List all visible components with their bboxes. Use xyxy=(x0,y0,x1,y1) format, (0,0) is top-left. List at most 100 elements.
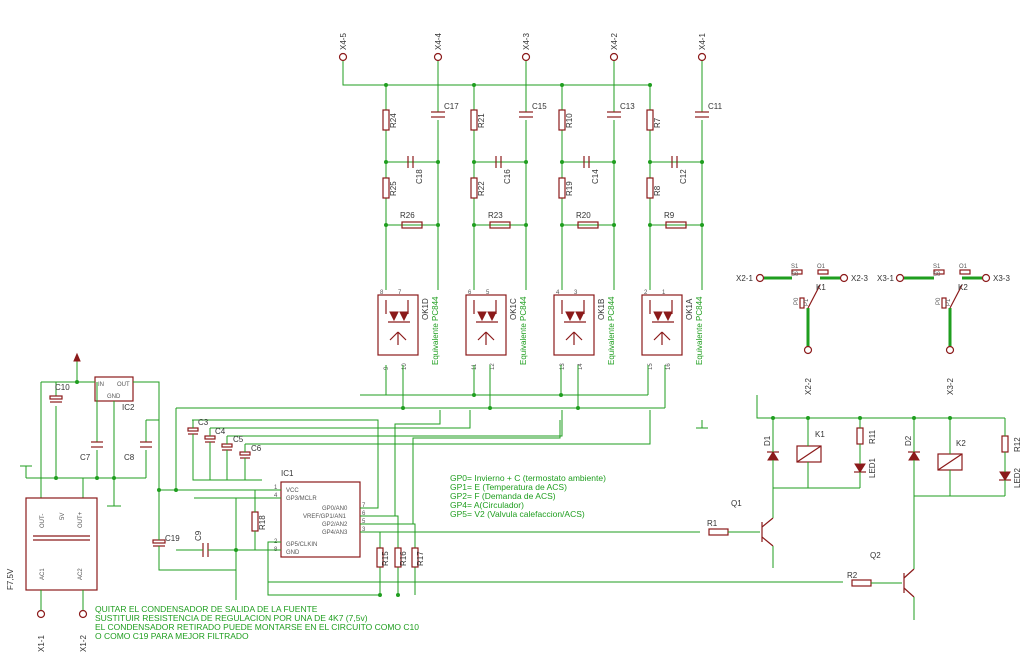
terminal-x3-1[interactable] xyxy=(895,273,905,283)
capacitor-label: C9 xyxy=(194,530,203,541)
capacitor-label: C3 xyxy=(198,418,209,427)
diode-label: D2 xyxy=(904,435,913,446)
capacitor-c5 xyxy=(221,443,233,448)
opto-pin-number: 15 xyxy=(648,363,654,370)
mcu-pin-number: 7 xyxy=(362,503,366,509)
resistor-r12 xyxy=(1001,435,1009,453)
capacitor-label: C18 xyxy=(415,169,424,184)
opto-pin-number: 10 xyxy=(402,363,408,370)
resistor-label: R17 xyxy=(416,551,425,566)
relay-label: K2 xyxy=(958,283,968,292)
resistor-r17 xyxy=(411,547,419,568)
opto-pin-number: 8 xyxy=(380,290,384,296)
capacitor-label: C5 xyxy=(233,435,244,444)
terminal-label: X2-3 xyxy=(851,274,868,283)
legend-line: GP2= F (Demanda de ACS) xyxy=(450,491,556,501)
mcu-ic1: IC1 VCC GP3/MCLR GP5/CLKIN GND GP0/AN0 V… xyxy=(274,469,366,558)
power-module-pin: AC2 xyxy=(78,568,84,580)
terminal-label: X3-3 xyxy=(993,274,1010,283)
capacitor-label: C10 xyxy=(55,383,70,392)
resistor-label: R9 xyxy=(664,211,675,220)
power-module-pin: OUT+ xyxy=(78,511,84,528)
resistor-lower xyxy=(558,177,566,199)
terminal-x1-1[interactable] xyxy=(36,609,46,619)
capacitor-c10 xyxy=(49,395,63,400)
mcu-pin-number: 6 xyxy=(362,511,366,517)
resistor-label: R12 xyxy=(1013,437,1022,452)
optocoupler-equivalent: Equivalente PC844 xyxy=(695,296,704,365)
mcu-name: IC1 xyxy=(281,469,294,478)
terminal-x4-2[interactable] xyxy=(609,52,619,62)
capacitor-c4 xyxy=(204,435,216,440)
junction xyxy=(560,160,564,164)
relay-contact-label: S0 xyxy=(791,272,799,278)
terminal-x4-4[interactable] xyxy=(433,52,443,62)
relay-contact-o1 xyxy=(817,269,829,275)
resistor-label: R21 xyxy=(477,113,486,128)
optocoupler-name: OK1A xyxy=(685,298,694,320)
mcu-pin-label: GP3/MCLR xyxy=(286,496,317,502)
resistor-label: R7 xyxy=(653,117,662,128)
terminal-x2-1[interactable] xyxy=(755,273,765,283)
note-line: SUSTITUIR RESISTENCIA DE REGULACION POR … xyxy=(95,613,368,623)
power-module-pin: 5V xyxy=(60,513,66,520)
power-module: OUT- 5V OUT+ AC1 AC2 F7,5V X1-1 X1-2 xyxy=(6,497,98,652)
opto-pin-number: 3 xyxy=(574,290,578,296)
relay-drivers: R1 Q1 D1 K1 R11 LED1 R2 Q2 xyxy=(696,395,1022,620)
resistor-label: R24 xyxy=(389,113,398,128)
resistor-label: R8 xyxy=(653,185,662,196)
resistor-lower xyxy=(470,177,478,199)
terminal-label: X1-2 xyxy=(79,635,88,652)
optocoupler-body xyxy=(465,294,507,356)
opto-pin-number: 16 xyxy=(666,363,672,370)
terminal-x2-3[interactable] xyxy=(839,273,849,283)
terminal-label: X4-4 xyxy=(434,33,443,50)
opto-pin-number: 6 xyxy=(468,290,472,296)
junction xyxy=(560,223,564,227)
mcu-pin-label: VREF/GP1/AN1 xyxy=(303,514,347,520)
junction xyxy=(472,160,476,164)
terminal-x4-3[interactable] xyxy=(521,52,531,62)
optocoupler-phototransistor-icon xyxy=(653,331,671,345)
junction xyxy=(612,223,616,227)
resistor-upper xyxy=(470,109,478,131)
terminal-x2-2[interactable] xyxy=(803,345,813,355)
resistor-r2 xyxy=(851,579,872,587)
terminal-x4-1[interactable] xyxy=(697,52,707,62)
capacitor-label: C11 xyxy=(708,102,723,111)
opto-pin-number: 2 xyxy=(644,290,648,296)
terminal-x1-2[interactable] xyxy=(78,609,88,619)
relay-contact-p0 xyxy=(799,297,805,309)
optocoupler-body xyxy=(641,294,683,356)
led-label: LED1 xyxy=(868,457,877,478)
terminal-x3-2[interactable] xyxy=(945,345,955,355)
mcu-body xyxy=(280,481,361,558)
optocoupler-led-icon xyxy=(487,311,497,322)
note-line: EL CONDENSADOR RETIRADO PUEDE MONTARSE E… xyxy=(95,622,419,632)
junction xyxy=(700,223,704,227)
resistor-label: R15 xyxy=(381,551,390,566)
opto-pin-number: 1 xyxy=(662,290,666,296)
mcu-pin-label: GP2/AN2 xyxy=(322,522,348,528)
optocoupler-phototransistor-icon xyxy=(477,331,495,345)
resistor-label: R18 xyxy=(258,515,267,530)
mcu-pin-number: 1 xyxy=(274,485,278,491)
resistor-lower xyxy=(646,177,654,199)
optocoupler-led-icon xyxy=(565,311,575,322)
junction xyxy=(436,160,440,164)
regulator-name: IC2 xyxy=(122,403,135,412)
power-module-body xyxy=(25,497,98,591)
terminal-x4-5[interactable] xyxy=(338,52,348,62)
relay-contact-s1 xyxy=(933,269,945,275)
relay-contact-s1 xyxy=(791,269,803,275)
opto-pin-number: 4 xyxy=(556,290,560,296)
relay-contact-label: P0 xyxy=(936,297,942,305)
terminal-x3-3[interactable] xyxy=(981,273,991,283)
power-module-pin: AC1 xyxy=(40,568,46,580)
relay-contact-label: O1 xyxy=(817,264,826,270)
junction xyxy=(524,160,528,164)
regulator-pin: IN xyxy=(98,382,104,388)
opto-pin-number: 9 xyxy=(384,366,390,370)
mcu-wires xyxy=(160,410,843,600)
